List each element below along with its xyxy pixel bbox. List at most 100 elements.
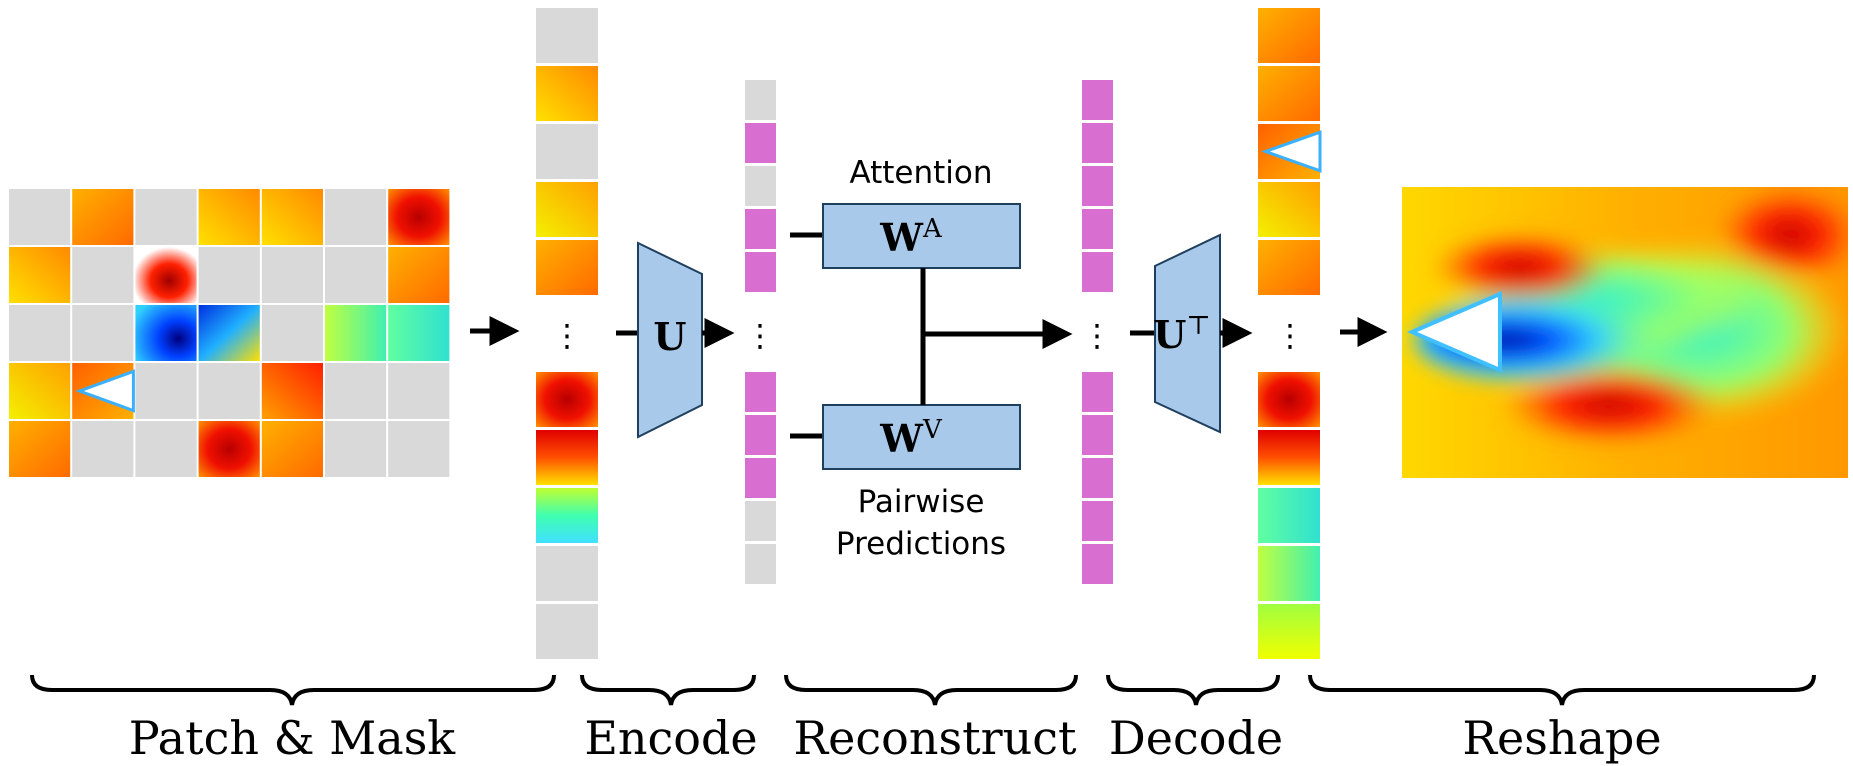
latent-token <box>1082 544 1113 584</box>
patch-token <box>536 488 598 543</box>
patch-token <box>536 546 598 601</box>
grid-patch <box>198 363 260 419</box>
latent-token <box>745 80 776 120</box>
patch-sequence-column <box>536 8 598 659</box>
stage-label-reshape: Reshape <box>1462 711 1661 765</box>
grid-patch <box>135 421 197 477</box>
grid-patch <box>198 189 260 245</box>
latent-out-ellipsis: ⋮ <box>1082 318 1113 354</box>
patch-token <box>1258 66 1320 121</box>
grid-patch <box>388 189 450 245</box>
grid-patch <box>135 189 197 245</box>
masked-patch-grid <box>9 189 450 477</box>
grid-patch <box>325 421 387 477</box>
latent-token-column-input <box>745 80 776 584</box>
stage-label-reconstruct: Reconstruct <box>794 711 1077 765</box>
latent-token <box>1082 501 1113 541</box>
stage-label-encode: Encode <box>584 711 757 765</box>
patch-token <box>1258 372 1320 427</box>
latent-token <box>1082 415 1113 455</box>
patch-token <box>536 66 598 121</box>
brace-reconstruct <box>784 674 1078 706</box>
stage-label-patch-mask: Patch & Mask <box>129 711 457 765</box>
patch-token <box>536 430 598 485</box>
brace-encode <box>580 674 756 706</box>
grid-patch <box>198 421 260 477</box>
grid-patch <box>388 305 450 361</box>
patch-token <box>536 182 598 237</box>
grid-patch <box>325 305 387 361</box>
grid-patch <box>261 305 323 361</box>
patch-token <box>1258 182 1320 237</box>
grid-patch <box>135 305 197 361</box>
patch-token <box>536 124 598 179</box>
grid-patch <box>325 189 387 245</box>
reshaped-flow-field <box>1402 187 1848 478</box>
patch-token <box>1258 430 1320 485</box>
grid-patch <box>9 421 71 477</box>
decoder-block <box>1154 233 1221 434</box>
patch-token <box>1258 240 1320 295</box>
grid-patch <box>388 247 450 303</box>
grid-patch <box>198 305 260 361</box>
latent-token <box>745 501 776 541</box>
reconstructed-patch-column <box>1258 8 1322 659</box>
patch-token <box>1258 546 1320 601</box>
patch-token <box>1258 488 1320 543</box>
latent-token <box>1082 458 1113 498</box>
grid-patch <box>9 363 71 419</box>
grid-patch <box>9 189 71 245</box>
stage-braces <box>30 674 1816 706</box>
latent-token <box>745 166 776 206</box>
encoder-block <box>637 241 703 439</box>
latent-token <box>745 544 776 584</box>
grid-patch <box>135 247 197 303</box>
grid-patch <box>261 247 323 303</box>
grid-patch <box>9 247 71 303</box>
grid-patch <box>72 305 134 361</box>
wedge-marker <box>1260 130 1322 173</box>
grid-patch <box>261 189 323 245</box>
pairwise-weight-symbol: WV <box>879 415 943 461</box>
wedge-marker <box>75 369 135 413</box>
grid-patch <box>388 363 450 419</box>
patch-column-ellipsis: ⋮ <box>552 318 583 354</box>
latent-token <box>1082 123 1113 163</box>
patch-token <box>1258 8 1320 63</box>
grid-patch <box>72 247 134 303</box>
attention-label: Attention <box>849 155 992 191</box>
latent-token <box>745 209 776 249</box>
grid-patch <box>72 189 134 245</box>
latent-token <box>745 458 776 498</box>
grid-patch <box>388 421 450 477</box>
latent-token <box>1082 209 1113 249</box>
grid-patch <box>198 247 260 303</box>
brace-decode <box>1106 674 1280 706</box>
grid-patch <box>261 363 323 419</box>
latent-token <box>1082 372 1113 412</box>
latent-in-ellipsis: ⋮ <box>745 318 776 354</box>
grid-patch <box>325 247 387 303</box>
patch-token <box>536 8 598 63</box>
patch-out-ellipsis: ⋮ <box>1275 318 1306 354</box>
stage-label-decode: Decode <box>1109 711 1283 765</box>
latent-token <box>745 123 776 163</box>
latent-token <box>745 415 776 455</box>
pairwise-weight-block <box>822 404 1021 470</box>
patch-token <box>536 240 598 295</box>
latent-token-column-output <box>1082 80 1113 584</box>
patch-token <box>536 604 598 659</box>
brace-patch-mask <box>30 674 556 706</box>
grid-patch <box>72 421 134 477</box>
pairwise-label-line2: Predictions <box>836 526 1006 562</box>
patch-token <box>1258 604 1320 659</box>
decoder-symbol: U⊤ <box>1153 311 1211 357</box>
brace-reshape <box>1308 674 1816 706</box>
latent-token <box>745 372 776 412</box>
grid-patch <box>325 363 387 419</box>
patch-token <box>536 372 598 427</box>
grid-patch <box>135 363 197 419</box>
attention-weight-symbol: WA <box>879 214 943 260</box>
latent-token <box>745 252 776 292</box>
